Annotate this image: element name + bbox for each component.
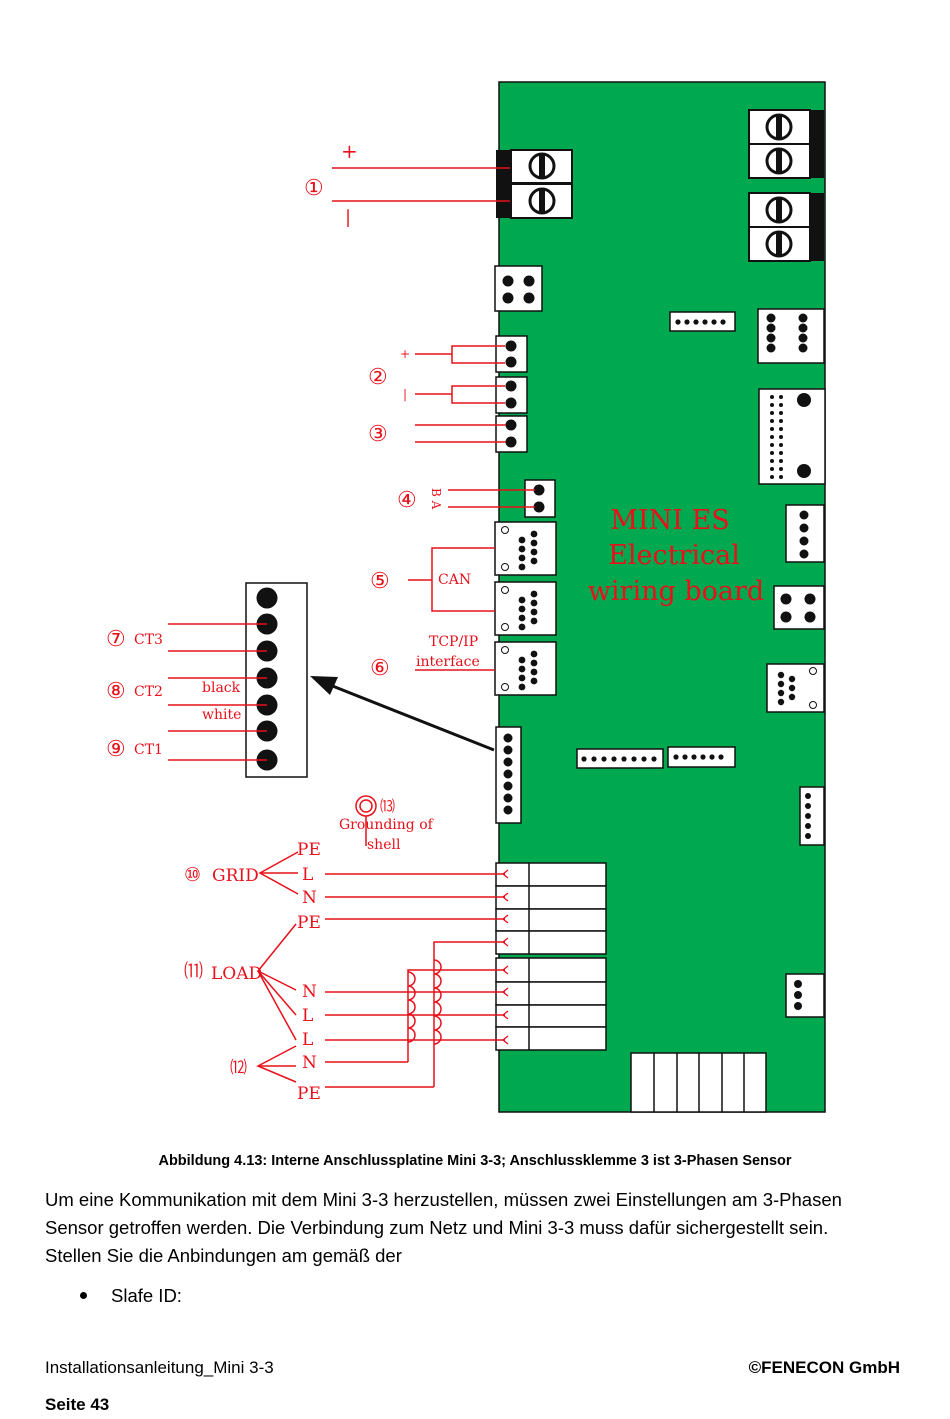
label-black: black	[202, 680, 241, 696]
ac-terminal-block	[495, 862, 607, 1051]
right-four-pin-vertical	[785, 504, 825, 563]
label-1: ①	[304, 176, 324, 201]
pin-header-6	[669, 311, 736, 332]
board-title-line-1: MINI ES	[610, 505, 729, 536]
label-5: ⑤	[370, 569, 390, 594]
label-plus-2: +	[400, 347, 410, 361]
ct-arrow	[310, 676, 495, 752]
grounding-symbol	[355, 795, 377, 846]
load-wires	[256, 923, 505, 1088]
power-terminal	[496, 149, 573, 219]
label-l-2: L	[302, 1006, 313, 1026]
connector-3	[495, 415, 528, 453]
wires-5	[408, 547, 495, 612]
label-l-3: L	[302, 1030, 313, 1050]
label-12: ⑿	[230, 1058, 247, 1078]
page-number: Seite 43	[45, 1395, 110, 1414]
label-shell: shell	[367, 837, 401, 853]
label-load: LOAD	[211, 964, 262, 984]
label-n-1: N	[302, 888, 317, 908]
label-tcpip: TCP/IP	[429, 634, 478, 650]
board-title-line-2: Electrical	[608, 540, 740, 571]
label-11: ⑾	[184, 960, 203, 982]
ct-connector-external	[245, 582, 308, 778]
grid-wires	[258, 851, 505, 920]
wiring-diagram: MINI ES Electrical wiring board + | ① + …	[106, 81, 826, 1113]
connector-4	[524, 479, 556, 518]
label-minus: |	[345, 207, 351, 228]
label-4: ④	[397, 488, 417, 513]
label-ct2: CT2	[134, 684, 163, 700]
ct-connector-board	[495, 726, 522, 824]
can-port-2	[494, 581, 557, 636]
body-line-3: Stellen Sie die Anbindungen am gemäß der	[45, 1245, 402, 1266]
right-four-pin-square	[773, 585, 825, 630]
label-n-2: N	[302, 982, 317, 1002]
label-6: ⑥	[370, 656, 390, 681]
pin-header-6b	[667, 746, 736, 768]
wires-2	[415, 345, 505, 404]
right-five-pin-vertical	[799, 786, 825, 846]
right-terminal-middle	[748, 192, 824, 262]
label-interface: interface	[416, 654, 480, 670]
footer-copyright: ©FENECON GmbH	[748, 1358, 900, 1377]
bullet-icon	[80, 1291, 87, 1299]
connector-2-minus	[495, 376, 528, 414]
label-10: ⑩	[184, 864, 201, 886]
label-2: ②	[368, 365, 388, 390]
label-pe-3: PE	[297, 1084, 321, 1104]
label-minus-2: |	[403, 387, 407, 401]
body-line-2: Sensor getroffen werden. Die Verbindung …	[45, 1217, 829, 1238]
footer-document-name: Installationsanleitung_Mini 3-3	[45, 1358, 274, 1377]
terminal-arrows	[501, 869, 509, 1045]
label-ba: B A	[429, 488, 443, 510]
label-pe-2: PE	[297, 913, 321, 933]
can-port-1	[494, 521, 557, 576]
figure-caption: Abbildung 4.13: Interne Anschlussplatine…	[158, 1153, 792, 1169]
wires-4	[448, 489, 535, 508]
bottom-terminal-block	[630, 1052, 767, 1113]
label-ct3: CT3	[134, 632, 163, 648]
label-7: ⑦	[106, 627, 126, 652]
right-rj-port	[766, 663, 825, 713]
label-grounding: Grounding of	[339, 817, 435, 833]
label-13: ⒀	[380, 797, 395, 815]
connector-2-plus	[495, 335, 528, 373]
wires-3	[415, 424, 506, 443]
pin-header-8	[576, 748, 664, 769]
board-title-line-3: wiring board	[588, 576, 764, 607]
power-wires	[332, 167, 510, 202]
label-8: ⑧	[106, 679, 126, 704]
body-line-1: Um eine Kommunikation mit dem Mini 3-3 h…	[45, 1189, 842, 1210]
right-eight-pin-block	[757, 308, 825, 364]
right-terminal-top	[748, 109, 824, 179]
bullet-item: Slafe ID:	[80, 1282, 182, 1310]
label-can: CAN	[438, 572, 471, 588]
body-text: Um eine Kommunikation mit dem Mini 3-3 h…	[45, 1186, 915, 1270]
tcpip-port	[494, 641, 557, 696]
right-three-pin-vertical	[785, 973, 825, 1018]
label-white: white	[202, 707, 241, 723]
label-n-3: N	[302, 1053, 317, 1073]
label-grid: GRID	[212, 866, 259, 886]
ct-wires	[168, 623, 267, 761]
right-tall-connector	[758, 388, 826, 485]
four-pin-connector	[494, 265, 543, 312]
label-pe-1: PE	[297, 840, 321, 860]
label-ct1: CT1	[134, 742, 163, 758]
label-plus: +	[341, 139, 358, 163]
bullet-text: Slafe ID:	[111, 1285, 182, 1306]
label-3: ③	[368, 422, 388, 447]
label-l-1: L	[302, 865, 313, 885]
label-9: ⑨	[106, 737, 126, 762]
